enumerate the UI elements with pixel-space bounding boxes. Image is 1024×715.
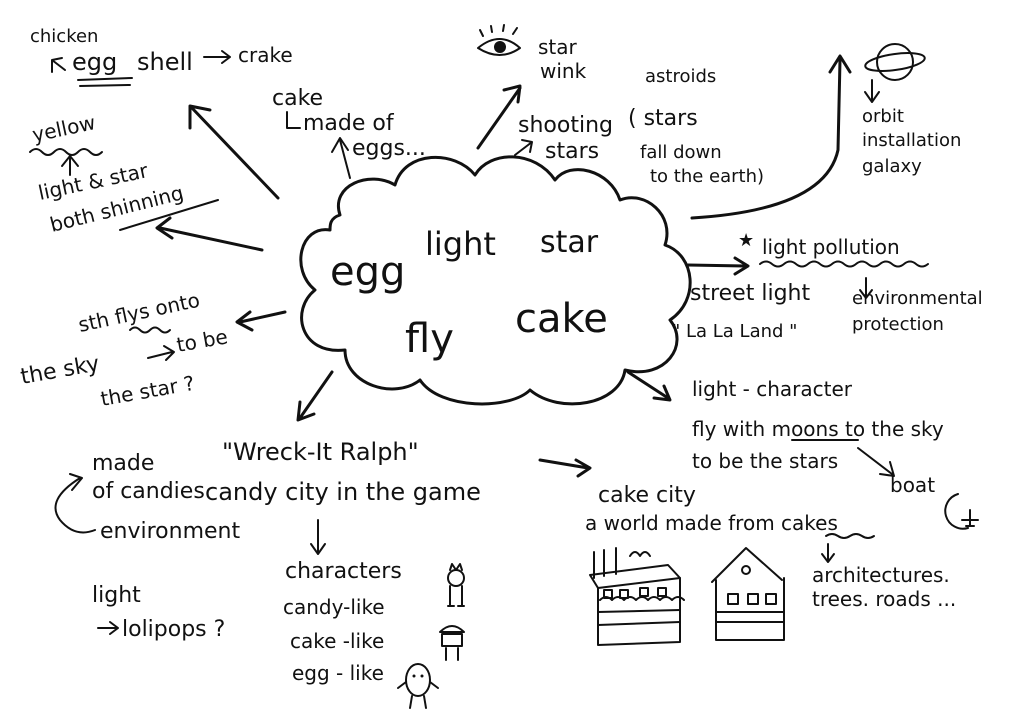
label-cake-city: cake city bbox=[598, 483, 696, 508]
label-orbit: orbit bbox=[862, 106, 904, 127]
cake-house-icon bbox=[711, 547, 785, 641]
label-the-star: the star ? bbox=[99, 371, 197, 411]
cakes-underline bbox=[825, 533, 875, 539]
arrow-to-orbit-list bbox=[864, 79, 880, 103]
arrow-center-to-fly bbox=[235, 310, 287, 332]
label-la-la-land: " La La Land " bbox=[672, 321, 797, 342]
label-eggs: eggs... bbox=[352, 136, 426, 161]
label-candy-like: candy-like bbox=[283, 595, 385, 619]
label-to-be: to be bbox=[175, 324, 230, 357]
label-chicken: chicken bbox=[30, 26, 98, 47]
label-star-wink-1: star bbox=[538, 35, 578, 59]
label-environment: environment bbox=[100, 519, 240, 544]
label-characters: characters bbox=[285, 559, 402, 584]
label-protection: protection bbox=[852, 314, 944, 335]
arrow-to-wink bbox=[476, 84, 522, 150]
eye-icon bbox=[477, 24, 521, 56]
flys-squiggle bbox=[129, 326, 171, 334]
center-word-cake: cake bbox=[515, 296, 608, 342]
arrow-center-to-orbit bbox=[690, 54, 852, 220]
moon-boat-icon bbox=[944, 493, 979, 530]
arrow-wreck-to-cakecity bbox=[538, 458, 592, 478]
label-yellow: yellow bbox=[30, 110, 97, 147]
label-light-lollipops: light bbox=[92, 583, 141, 608]
arrow-to-boat bbox=[857, 447, 895, 477]
label-street-light: street light bbox=[690, 281, 810, 306]
label-the-sky: the sky bbox=[19, 351, 102, 389]
label-cake-like: cake -like bbox=[290, 629, 384, 653]
candy-character-icon bbox=[447, 563, 465, 607]
label-candy-city: candy city in the game bbox=[205, 478, 481, 506]
arrow-to-characters bbox=[310, 519, 326, 555]
planet-icon bbox=[864, 43, 926, 81]
arrow-center-to-egg bbox=[188, 104, 280, 200]
shinning-underline bbox=[119, 199, 219, 231]
central-cloud bbox=[299, 155, 692, 406]
arrow-to-shooting bbox=[514, 139, 533, 156]
arrow-to-yellow bbox=[61, 155, 79, 176]
center-word-fly: fly bbox=[405, 316, 454, 362]
cake-character-icon bbox=[439, 625, 465, 661]
label-architectures: architectures. bbox=[812, 563, 950, 587]
label-wreck-it-ralph: "Wreck-It Ralph" bbox=[222, 438, 419, 466]
cake-bracket bbox=[286, 111, 301, 129]
yellow-squiggle bbox=[29, 148, 103, 156]
cake-building-icon bbox=[589, 547, 685, 646]
bracket-candies bbox=[54, 473, 96, 534]
label-fall-down: fall down bbox=[640, 142, 722, 163]
label-cake-top: cake bbox=[272, 86, 323, 111]
center-word-light: light bbox=[425, 225, 496, 263]
arrow-to-architectures bbox=[821, 543, 835, 563]
arrow-to-crake bbox=[203, 50, 231, 64]
egg-underline bbox=[77, 77, 133, 87]
label-installation: installation bbox=[862, 130, 961, 151]
label-to-be-the-stars: to be the stars bbox=[692, 449, 838, 473]
label-lolipops: lolipops ? bbox=[122, 617, 225, 642]
label-fly-with-moons: fly with moons to the sky bbox=[692, 417, 944, 441]
label-to-the-earth: to the earth) bbox=[650, 166, 764, 187]
pollution-squiggle bbox=[759, 260, 929, 268]
label-boat: boat bbox=[890, 473, 935, 497]
arrow-to-environmental bbox=[859, 277, 873, 299]
arrow-center-to-character bbox=[626, 370, 672, 402]
label-astroids: astroids bbox=[645, 66, 716, 87]
label-trees-roads: trees. roads ... bbox=[812, 587, 956, 611]
label-made: made bbox=[92, 451, 154, 476]
label-light-pollution: light pollution bbox=[762, 235, 900, 259]
label-egg-like: egg - like bbox=[292, 661, 384, 685]
label-of-candies: of candies bbox=[92, 479, 205, 504]
arrow-center-to-both bbox=[155, 216, 264, 252]
label-astroids-stars: ( stars bbox=[628, 106, 698, 131]
arrow-to-lolipops bbox=[97, 621, 119, 635]
arrow-to-cake-eggs bbox=[331, 137, 351, 179]
egg-character-icon bbox=[397, 663, 439, 709]
arrow-sky-to-be bbox=[147, 345, 175, 361]
label-made-of: made of bbox=[303, 111, 395, 136]
label-galaxy: galaxy bbox=[862, 156, 922, 177]
arrow-center-to-wreck bbox=[296, 370, 334, 422]
label-crake: crake bbox=[238, 43, 293, 67]
label-egg: egg bbox=[72, 48, 117, 76]
label-shell: shell bbox=[137, 48, 193, 76]
arrow-to-chicken bbox=[51, 57, 66, 73]
arrow-center-to-pollution bbox=[686, 256, 750, 276]
center-word-star: star bbox=[540, 225, 599, 260]
label-star-wink-2: wink bbox=[540, 59, 587, 83]
label-world-made-from-cakes: a world made from cakes bbox=[585, 511, 838, 535]
label-shooting: shooting bbox=[518, 113, 613, 138]
label-stars: stars bbox=[545, 139, 599, 164]
label-environmental: environmental bbox=[852, 288, 983, 309]
star-mark: ★ bbox=[738, 230, 754, 251]
center-word-egg: egg bbox=[330, 249, 405, 295]
label-light-character: light - character bbox=[692, 377, 853, 401]
